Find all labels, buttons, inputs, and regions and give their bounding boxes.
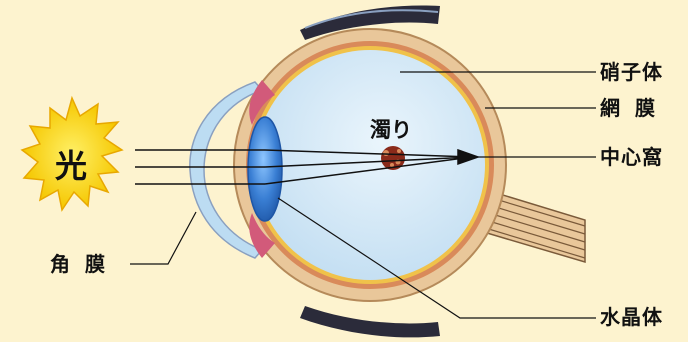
cornea-char-1: 角 xyxy=(50,252,71,276)
cornea-label: 角膜 xyxy=(50,254,106,274)
fovea-label: 中心窩 xyxy=(600,147,663,167)
lower-eyelid xyxy=(300,306,440,337)
retina-label: 網膜 xyxy=(600,98,656,118)
cornea-char-2: 膜 xyxy=(85,252,106,276)
top-strip xyxy=(0,0,300,8)
turbidity-label: 濁り xyxy=(370,120,412,141)
retina-char-2: 膜 xyxy=(635,96,656,120)
vitreous-body-label: 硝子体 xyxy=(600,62,663,82)
light-label: 光 xyxy=(55,150,87,182)
retina-char-1: 網 xyxy=(600,96,621,120)
lens xyxy=(248,117,282,221)
lens-label: 水晶体 xyxy=(600,307,663,327)
